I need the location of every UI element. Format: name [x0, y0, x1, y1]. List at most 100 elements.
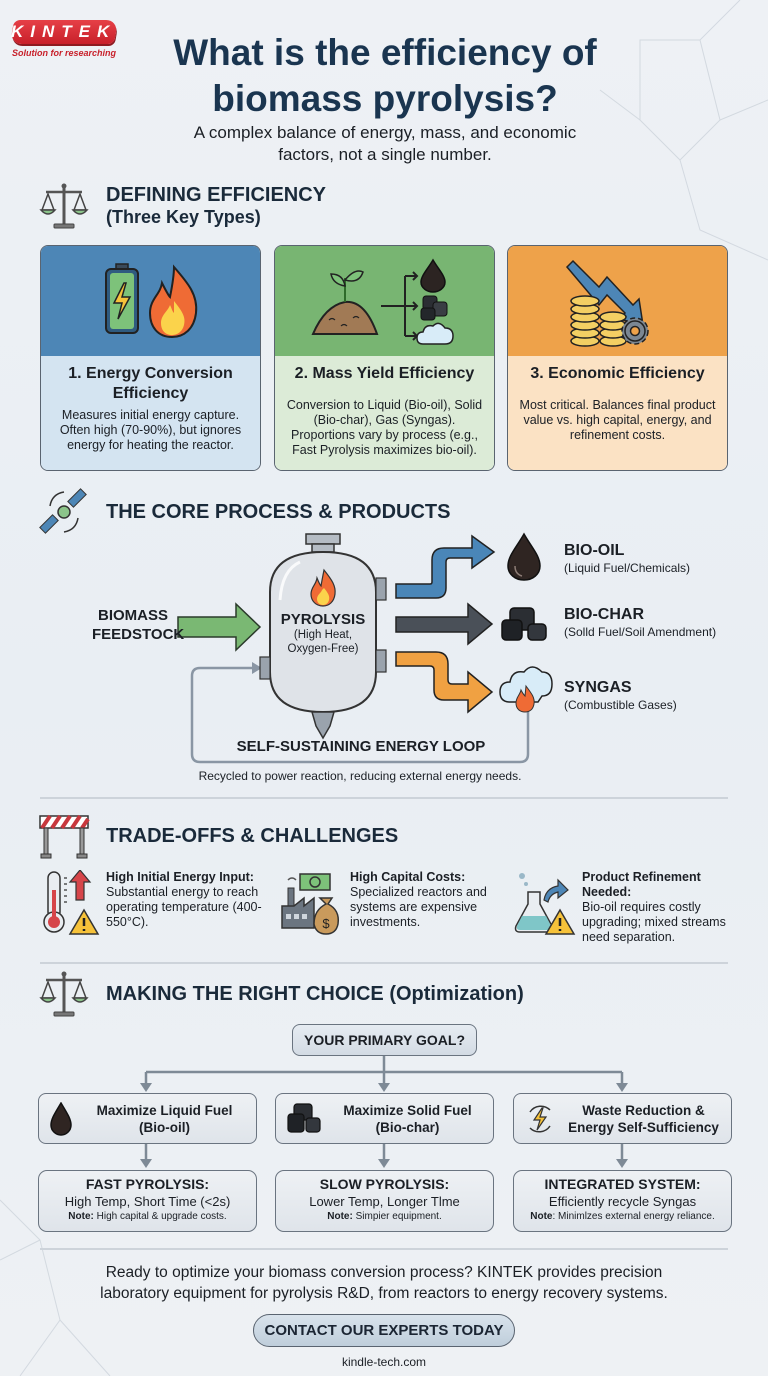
note-text: : Minimlzes external energy reliance.	[552, 1211, 715, 1222]
option-maximize-solid-fuel[interactable]: Maximize Solid Fuel (Bio-char)	[275, 1093, 494, 1144]
energy-loop-description: Recycled to power reaction, reducing ext…	[198, 769, 522, 783]
logo-tagline: Solution for researching	[12, 48, 117, 58]
section-divider	[40, 962, 728, 964]
card-illustration	[41, 246, 260, 356]
syngas-arrow	[395, 651, 494, 714]
subtitle-line-1: A complex balance of energy, mass, and e…	[193, 123, 577, 142]
energy-loop-title: SELF-SUSTAINING ENERGY LOOP	[236, 738, 486, 755]
card-illustration	[275, 246, 494, 356]
result-description: Efficiently recycle Syngas	[548, 1194, 697, 1209]
card-description: Measures initial energy capture. Often h…	[59, 408, 242, 452]
primary-goal-box: YOUR PRIMARY GOAL?	[292, 1024, 477, 1056]
result-description: Lower Temp, Longer Tlme	[309, 1194, 460, 1209]
contact-experts-button[interactable]: CONTACT OUR EXPERTS TODAY	[253, 1314, 515, 1347]
factory-money-icon: $	[281, 873, 340, 935]
page-subtitle: A complex balance of energy, mass, and e…	[140, 122, 630, 166]
note-label: Note	[530, 1211, 553, 1222]
tradeoff-energy-input: High Initial Energy Input: Substantial e…	[42, 870, 266, 936]
reactor-subtitle-1: (High Heat,	[293, 629, 353, 641]
coins-icon	[569, 295, 627, 347]
card-economic: 3. Economic Efficiency Most critical. Ba…	[507, 245, 728, 471]
card-title: 3. Economic Efficiency	[530, 365, 705, 382]
barrier-icon	[39, 814, 90, 859]
card-description: Most critical. Balances final product va…	[519, 398, 716, 442]
section-title: THE CORE PROCESS & PRODUCTS	[106, 500, 451, 523]
product-syngas: SYNGAS (Combustible Gases)	[564, 679, 677, 712]
cycle-bolt-icon	[529, 1105, 551, 1132]
tradeoff-description: Specialized reactors and systems are exp…	[350, 885, 487, 929]
card-title-line-1: 1. Energy Conversion	[68, 365, 233, 382]
oil-drop-icon	[507, 532, 541, 581]
section-tradeoffs: TRADE-OFFS & CHALLENGES	[38, 810, 398, 862]
product-description: (Liquid Fuel/Chemicals)	[564, 561, 691, 575]
char-icon	[287, 1102, 321, 1133]
option-label-line-2: (Bio-oil)	[139, 1119, 190, 1135]
input-label-line-1: BIOMASS	[97, 607, 168, 624]
product-name: SYNGAS	[564, 679, 632, 696]
note-text: Simpier equipment.	[352, 1211, 442, 1222]
section-core-process: THE CORE PROCESS & PRODUCTS	[38, 486, 450, 538]
flask-warning-icon	[514, 873, 576, 935]
thermometer-warning-icon	[43, 870, 100, 935]
biomass-feedstock-label: BIOMASS FEEDSTOCK	[92, 606, 184, 644]
note-text: High capital & upgrade costs.	[93, 1211, 227, 1222]
result-note: Note: High capital & upgrade costs.	[39, 1210, 256, 1224]
bio-oil-arrow	[395, 534, 496, 599]
logo-text: KINTEK	[11, 22, 117, 41]
char-icon	[420, 295, 447, 321]
tradeoff-title: High Initial Energy Input:	[106, 870, 254, 884]
option-label-line-1: Waste Reduction &	[582, 1102, 705, 1118]
reactor-label: PYROLYSIS (High Heat, Oxygen-Free)	[271, 611, 375, 656]
branch-arrows-icon	[380, 271, 418, 341]
result-title: FAST PYROLYSIS:	[85, 1176, 210, 1192]
title-line-2: biomass pyrolysis?	[212, 78, 558, 119]
tradeoff-description: Substantial energy to reach operating te…	[106, 885, 262, 929]
svg-text:$: $	[322, 916, 330, 931]
reactor-subtitle-2: Oxygen-Free)	[287, 643, 359, 655]
section-subtitle: (Three Key Types)	[106, 207, 261, 227]
gear-icon	[620, 317, 649, 345]
section-right-choice: MAKING THE RIGHT CHOICE (Optimization)	[38, 968, 524, 1020]
oil-drop-icon	[419, 258, 446, 293]
satellite-cycle-icon	[39, 488, 87, 534]
result-slow-pyrolysis: SLOW PYROLYSIS: Lower Temp, Longer Tlme …	[275, 1170, 494, 1232]
website-link[interactable]: kindle-tech.com	[341, 1355, 427, 1369]
result-title: SLOW PYROLYSIS:	[319, 1176, 450, 1192]
process-diagram	[177, 532, 553, 764]
section-divider	[40, 797, 728, 799]
card-energy-conversion: 1. Energy Conversion Efficiency Measures…	[40, 245, 261, 471]
cta-line-2: laboratory equipment for pyrolysis R&D, …	[100, 1285, 668, 1302]
kintek-logo[interactable]: KINTEK Solution for researching	[9, 20, 119, 58]
note-label: Note:	[327, 1211, 353, 1222]
reactor-vessel	[259, 533, 387, 740]
product-bio-oil: BIO-OIL (Liquid Fuel/Chemicals)	[564, 542, 690, 575]
section-title: DEFINING EFFICIENCY	[106, 184, 327, 206]
title-line-1: What is the efficiency of	[173, 32, 597, 73]
logo-badge: KINTEK	[9, 20, 119, 44]
product-bio-char: BIO-CHAR (Solld Fuel/Soil Amendment)	[564, 606, 716, 639]
result-note: Note: Simpier equipment.	[276, 1210, 493, 1224]
oil-drop-icon	[50, 1101, 72, 1136]
option-maximize-liquid-fuel[interactable]: Maximize Liquid Fuel (Bio-oil)	[38, 1093, 257, 1144]
card-illustration	[508, 246, 727, 356]
result-description: High Temp, Short Time (<2s)	[64, 1194, 231, 1209]
section-title: MAKING THE RIGHT CHOICE (Optimization)	[106, 982, 524, 1005]
cloud-flame-icon	[499, 666, 553, 713]
tradeoff-product-refinement: Product Refinement Needed: Bio-oil requi…	[514, 870, 734, 945]
card-title: 1. Energy Conversion Efficiency	[49, 364, 252, 404]
note-label: Note:	[68, 1211, 94, 1222]
tradeoff-title: Product Refinement Needed:	[582, 870, 701, 899]
option-label-line-1: Maximize Liquid Fuel	[96, 1102, 233, 1118]
scale-icon	[39, 183, 89, 229]
bio-char-arrow	[395, 602, 494, 646]
option-waste-reduction[interactable]: Waste Reduction & Energy Self-Sufficienc…	[513, 1093, 732, 1144]
product-name: BIO-CHAR	[564, 606, 644, 623]
section-title: TRADE-OFFS & CHALLENGES	[106, 824, 399, 847]
energy-loop-line	[190, 666, 530, 764]
char-icon	[501, 607, 547, 641]
product-description: (Solld Fuel/Soil Amendment)	[564, 625, 717, 639]
cta-text: Ready to optimize your biomass conversio…	[40, 1262, 728, 1304]
card-title-line-2: Efficiency	[112, 385, 189, 402]
cloud-icon	[415, 322, 454, 345]
battery-bolt-icon	[104, 263, 139, 334]
